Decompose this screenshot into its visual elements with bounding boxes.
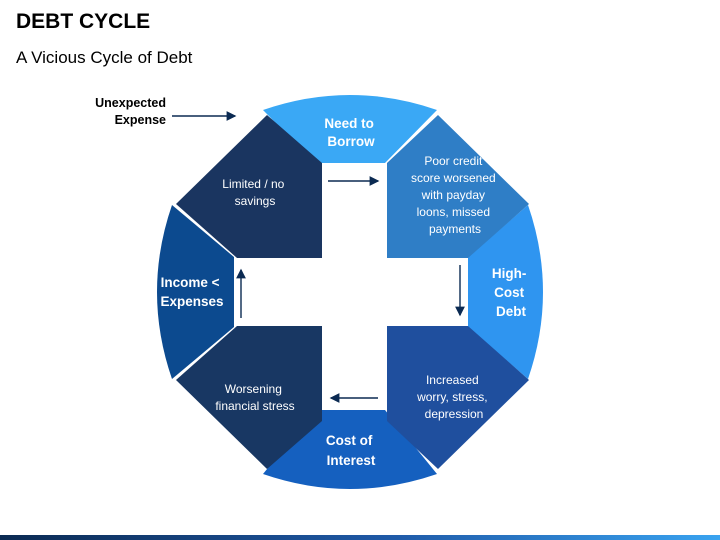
label-poor-credit-line: score worsened [411,171,496,185]
segment-income-less-than-expenses [157,205,234,379]
label-worsening-line: financial stress [215,399,294,413]
label-cost-of-interest: Cost of Interest [326,433,376,468]
label-income-line: Income < [161,275,220,290]
segment-worsening-financial-stress [176,326,322,469]
label-increased-worry: Increased worry, stress, depression [416,373,491,421]
label-poor-credit-line: loons, missed [417,205,490,219]
external-input-label-line2: Expense [114,113,166,127]
label-limited-savings-line: savings [235,194,276,208]
label-income-line: Expenses [160,294,223,309]
label-need-to-borrow-line: Need to [324,116,374,131]
segment-high-cost-debt [468,205,543,379]
segment-increased-worry [387,326,529,469]
label-high-cost-debt-line: Cost [494,285,525,300]
label-need-to-borrow-line: Borrow [327,134,375,149]
label-poor-credit-line: payments [429,222,481,236]
label-increased-worry-line: Increased [426,373,479,387]
page-title: DEBT CYCLE [16,10,151,33]
label-high-cost-debt: High- Cost Debt [492,266,530,319]
segment-poor-credit-score [387,115,529,258]
label-high-cost-debt-line: Debt [496,304,527,319]
label-increased-worry-line: worry, stress, [416,390,487,404]
segment-need-to-borrow [263,95,437,163]
footer-accent-bar [0,535,720,540]
label-cost-of-interest-line: Cost of [326,433,373,448]
label-income-less-than-expenses: Income < Expenses [160,275,223,309]
label-limited-savings-line: Limited / no [222,177,284,191]
label-poor-credit-line: with payday [421,188,485,202]
label-poor-credit-line: Poor credit [424,154,483,168]
external-input-label-line1: Unexpected [95,96,166,110]
label-increased-worry-line: depression [425,407,484,421]
external-input-label: Unexpected Expense [64,95,166,129]
label-worsening-financial-stress: Worsening financial stress [215,382,294,413]
page-subtitle: A Vicious Cycle of Debt [16,48,193,67]
label-need-to-borrow: Need to Borrow [324,116,377,149]
segment-limited-savings [176,115,322,258]
label-worsening-line: Worsening [225,382,282,396]
label-cost-of-interest-line: Interest [327,453,376,468]
label-high-cost-debt-line: High- [492,266,527,281]
label-poor-credit-score: Poor credit score worsened with payday l… [411,154,499,236]
label-limited-savings: Limited / no savings [222,177,287,208]
